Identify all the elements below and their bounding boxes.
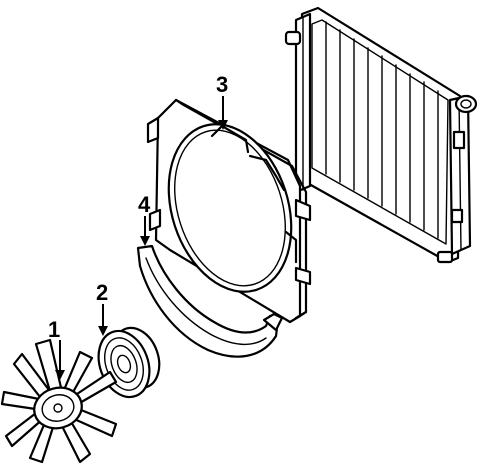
- callout-label: 3: [216, 72, 228, 97]
- lower-shroud: [136, 244, 284, 358]
- callout-label: 4: [138, 192, 151, 217]
- radiator: [284, 6, 478, 264]
- callout-3: 3: [216, 72, 228, 130]
- callout-4: 4: [138, 192, 151, 246]
- callout-2: 2: [96, 280, 108, 336]
- callout-1: 1: [48, 317, 65, 380]
- callout-label: 2: [96, 280, 108, 305]
- fan-shroud: [146, 98, 312, 324]
- callout-label: 1: [48, 317, 60, 342]
- fan-clutch: [97, 326, 161, 399]
- fan: [0, 338, 118, 464]
